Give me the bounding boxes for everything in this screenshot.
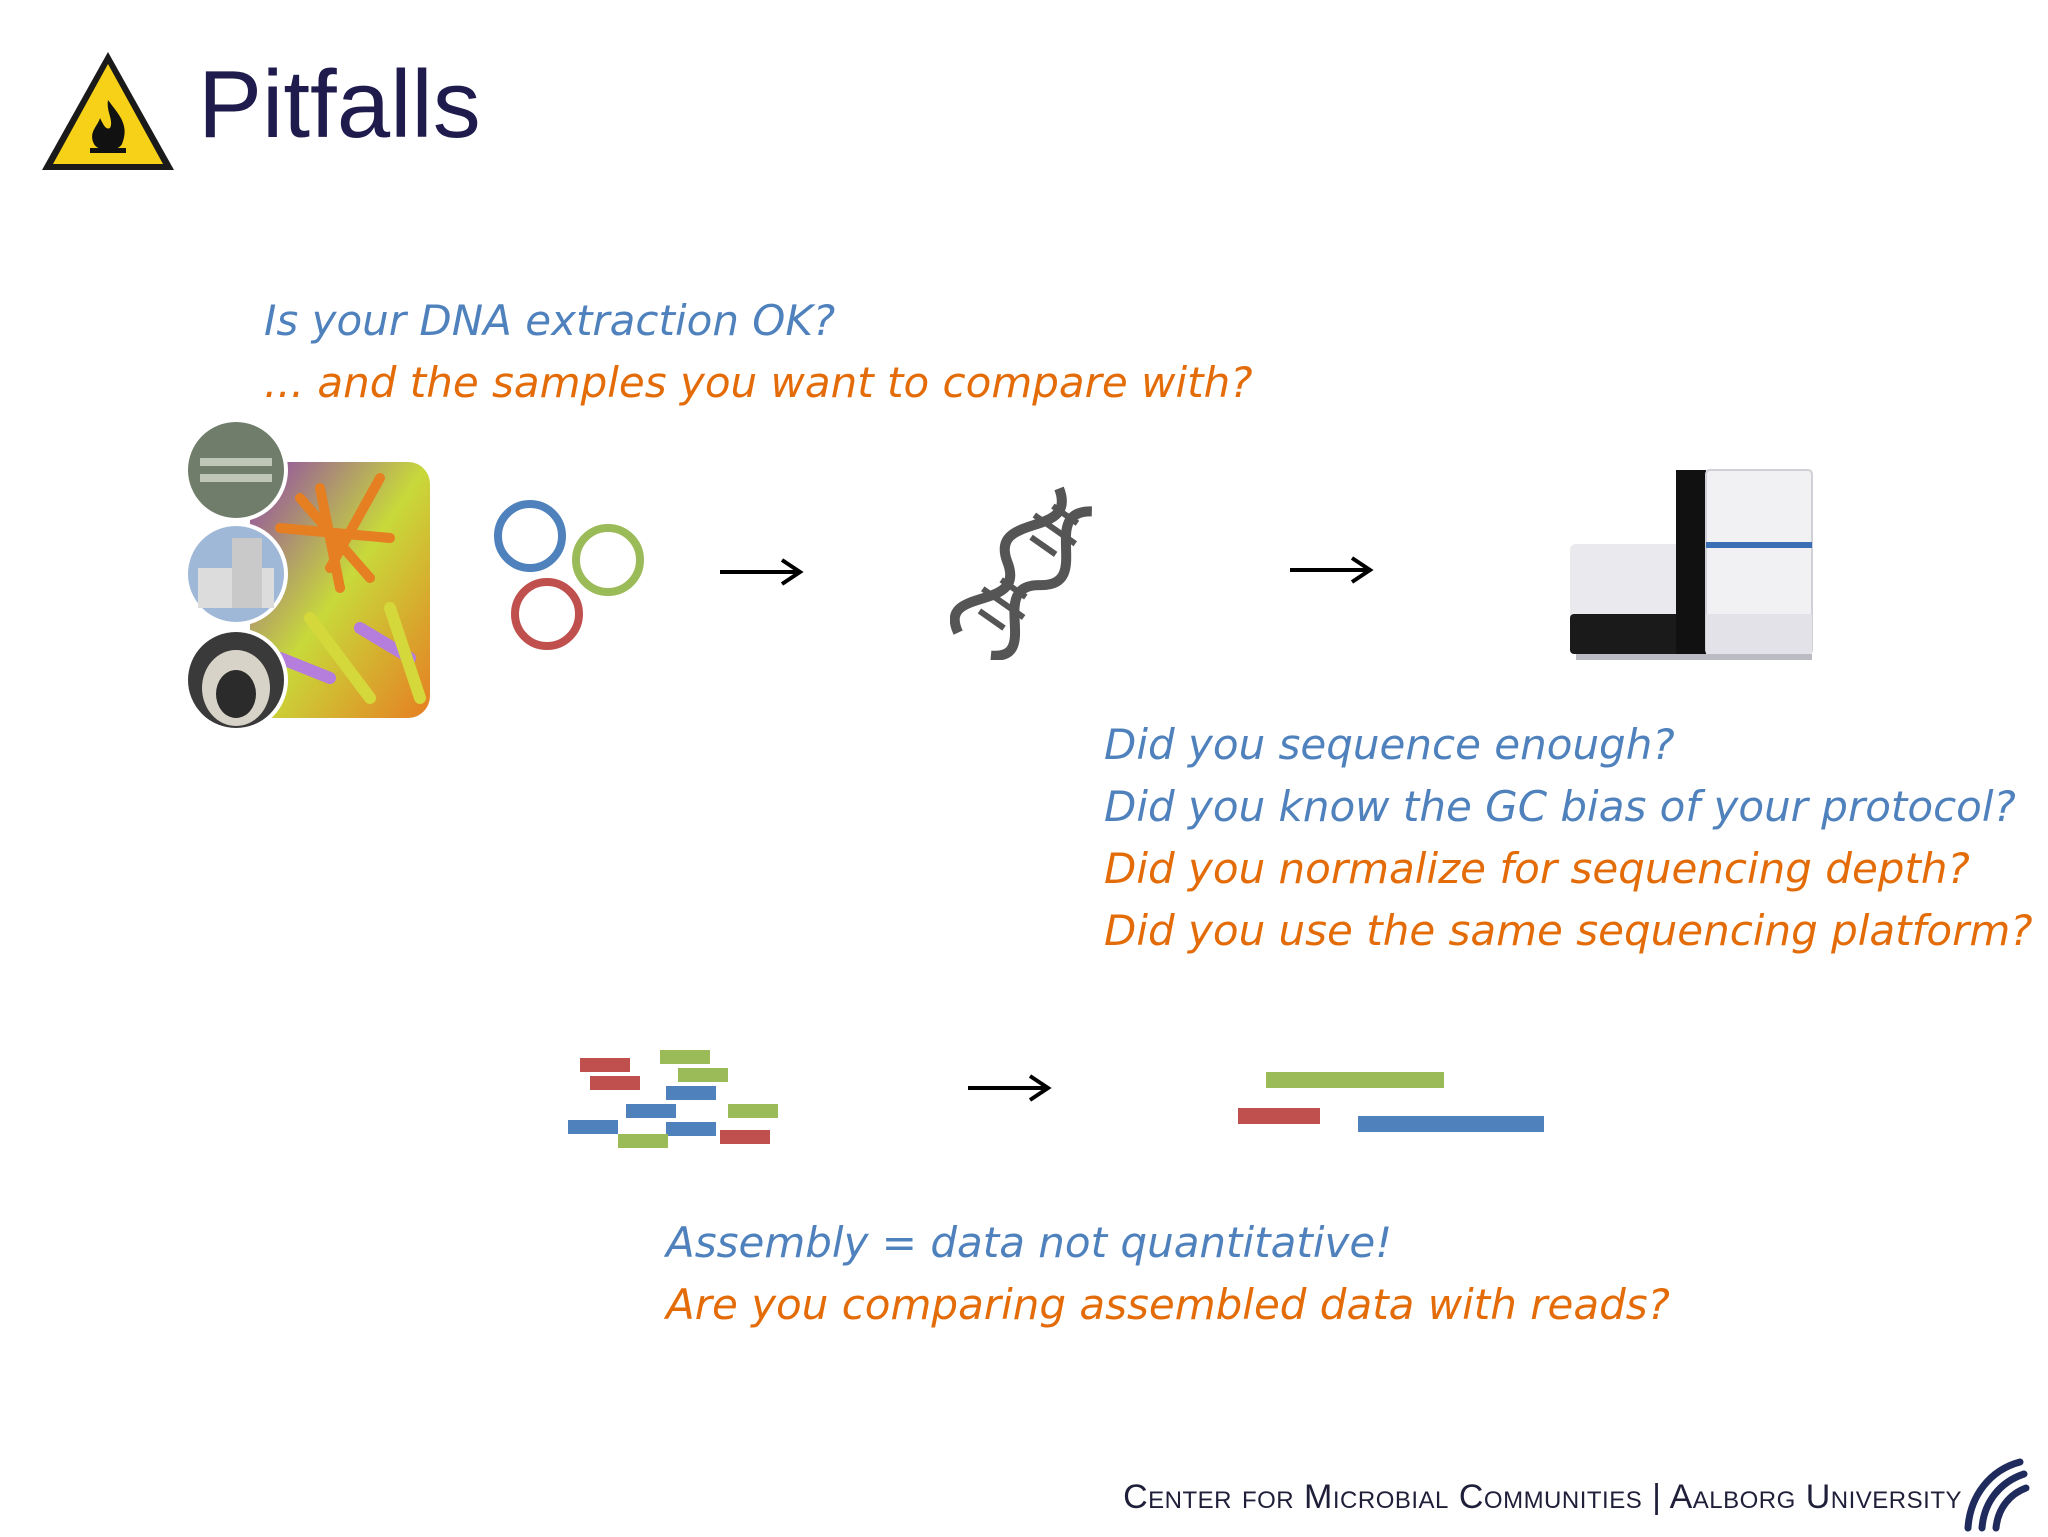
arrow-right-icon — [1288, 554, 1374, 586]
short-reads-icon — [566, 1048, 782, 1148]
sequencer-machine-icon — [1566, 464, 1820, 664]
arrow-right-icon — [966, 1072, 1052, 1104]
statement-assembly-not-quantitative: Assembly = data not quantitative! — [666, 1218, 1393, 1267]
footer-institution: Center for Microbial Communities | Aalbo… — [1123, 1478, 1962, 1517]
footer-text: Center for Microbial Communities | Aalbo… — [1123, 1478, 1962, 1516]
cells-circles-icon — [490, 500, 650, 650]
question-same-platform: Did you use the same sequencing platform… — [1104, 906, 2033, 955]
assembled-contigs-icon — [1236, 1070, 1546, 1140]
samples-photo-collage — [180, 418, 432, 738]
question-compare-samples: ... and the samples you want to compare … — [264, 358, 1253, 407]
page-title: Pitfalls — [198, 51, 481, 158]
question-normalize-depth: Did you normalize for sequencing depth? — [1104, 844, 1970, 893]
dna-helix-icon — [949, 484, 1100, 661]
question-assembled-vs-reads: Are you comparing assembled data with re… — [666, 1280, 1670, 1329]
question-sequence-enough: Did you sequence enough? — [1104, 720, 1675, 769]
arrow-right-icon — [718, 556, 804, 588]
flammable-warning-icon — [38, 48, 178, 174]
question-gc-bias: Did you know the GC bias of your protoco… — [1104, 782, 2016, 831]
question-extraction-ok: Is your DNA extraction OK? — [264, 296, 836, 345]
aalborg-university-logo — [1960, 1456, 2030, 1532]
